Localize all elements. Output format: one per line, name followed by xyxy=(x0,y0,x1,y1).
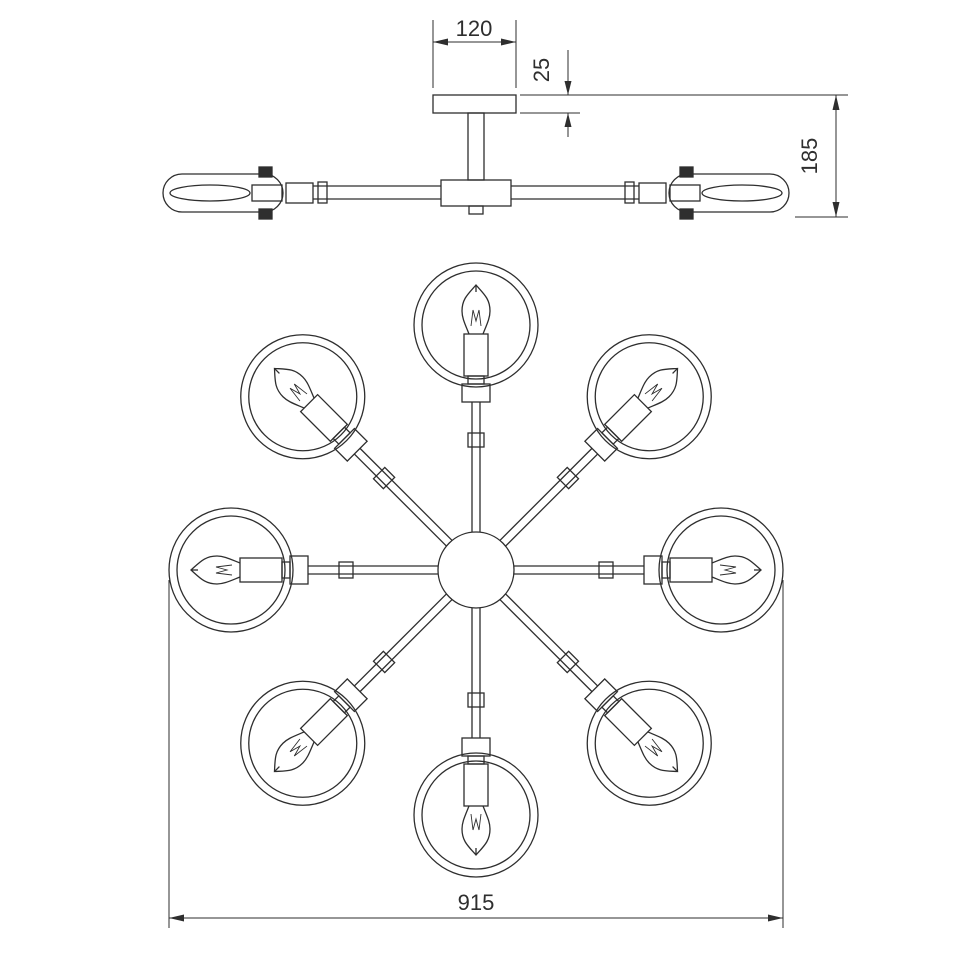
arrow-25-top xyxy=(564,81,572,95)
dim-label-canopy-height: 25 xyxy=(529,58,554,82)
left-arm-coupling xyxy=(317,181,328,204)
left-socket xyxy=(285,182,314,204)
dim-label-fixture-diameter: 915 xyxy=(458,890,495,915)
dim-label-canopy-width: 120 xyxy=(456,16,493,41)
right-bulb xyxy=(701,184,783,202)
right-candle-sleeve xyxy=(669,184,701,202)
arm-assembly-n xyxy=(413,262,539,533)
right-clip-bottom xyxy=(679,208,694,220)
dimension-lines xyxy=(168,20,848,928)
plan-view xyxy=(168,262,784,878)
center-body xyxy=(437,531,515,609)
right-arm-coupling xyxy=(624,181,635,204)
ceiling-canopy xyxy=(432,94,517,114)
arrow-120-left xyxy=(433,38,448,46)
side-right-lamp xyxy=(511,166,790,220)
right-socket xyxy=(638,182,667,204)
hub-nipple xyxy=(468,205,484,215)
side-view xyxy=(162,94,790,220)
side-left-lamp xyxy=(162,166,441,220)
arrow-25-bottom xyxy=(564,113,572,127)
arm-assembly-s xyxy=(413,607,539,878)
arrow-915-right xyxy=(768,914,783,922)
dimension-fixture-height xyxy=(795,95,848,218)
left-clip-top xyxy=(258,166,273,178)
arrow-915-left xyxy=(169,914,184,922)
center-hub xyxy=(440,179,512,207)
dimension-arrows xyxy=(169,38,840,922)
left-clip-bottom xyxy=(258,208,273,220)
arm-assembly-nw xyxy=(214,308,494,588)
right-shade-edge xyxy=(668,173,790,213)
arm-assembly-e xyxy=(513,507,784,633)
left-bulb xyxy=(169,184,251,202)
dimension-fixture-diameter xyxy=(168,580,784,928)
right-clip-top xyxy=(679,166,694,178)
stem xyxy=(467,112,485,181)
arrow-120-right xyxy=(501,38,516,46)
left-candle-sleeve xyxy=(251,184,283,202)
arrow-185-top xyxy=(832,95,840,110)
arm-assembly-ne xyxy=(458,308,738,588)
dim-label-fixture-height: 185 xyxy=(797,138,822,175)
dimension-labels: 120 25 185 915 xyxy=(456,16,822,915)
arm-assembly-w xyxy=(168,507,439,633)
arm-assembly-se xyxy=(458,552,738,832)
arrow-185-bottom xyxy=(832,202,840,217)
arm-assembly-sw xyxy=(214,552,494,832)
left-shade-edge xyxy=(162,173,284,213)
